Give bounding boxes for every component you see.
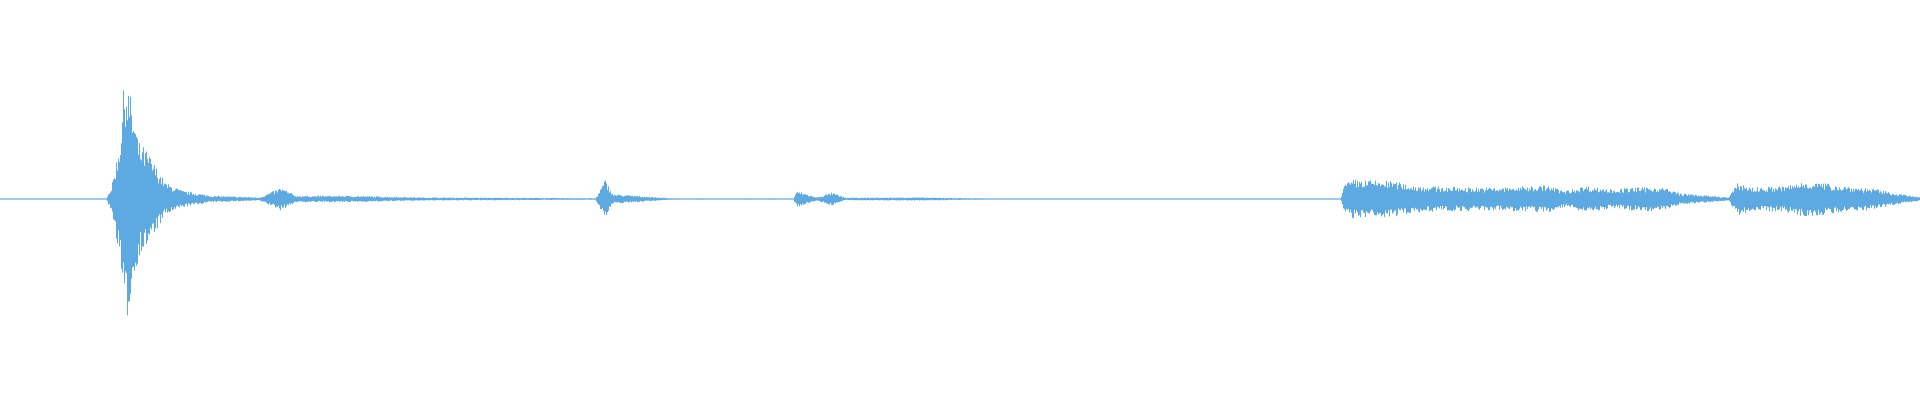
waveform-signal: [0, 90, 1920, 316]
